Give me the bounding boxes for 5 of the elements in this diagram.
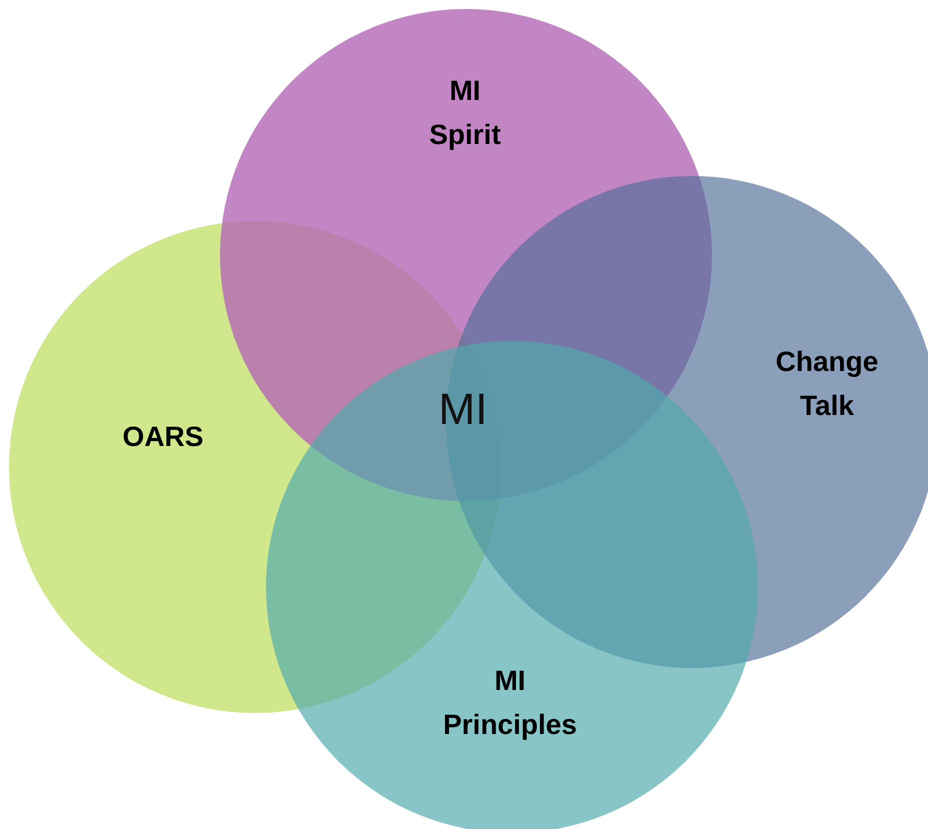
center-label: MI <box>438 385 488 435</box>
circle-label: MI Spirit <box>429 74 501 152</box>
circle-label: OARS <box>122 420 204 454</box>
circle-label: MI Principles <box>443 664 577 742</box>
circle-label: Change Talk <box>776 345 878 423</box>
